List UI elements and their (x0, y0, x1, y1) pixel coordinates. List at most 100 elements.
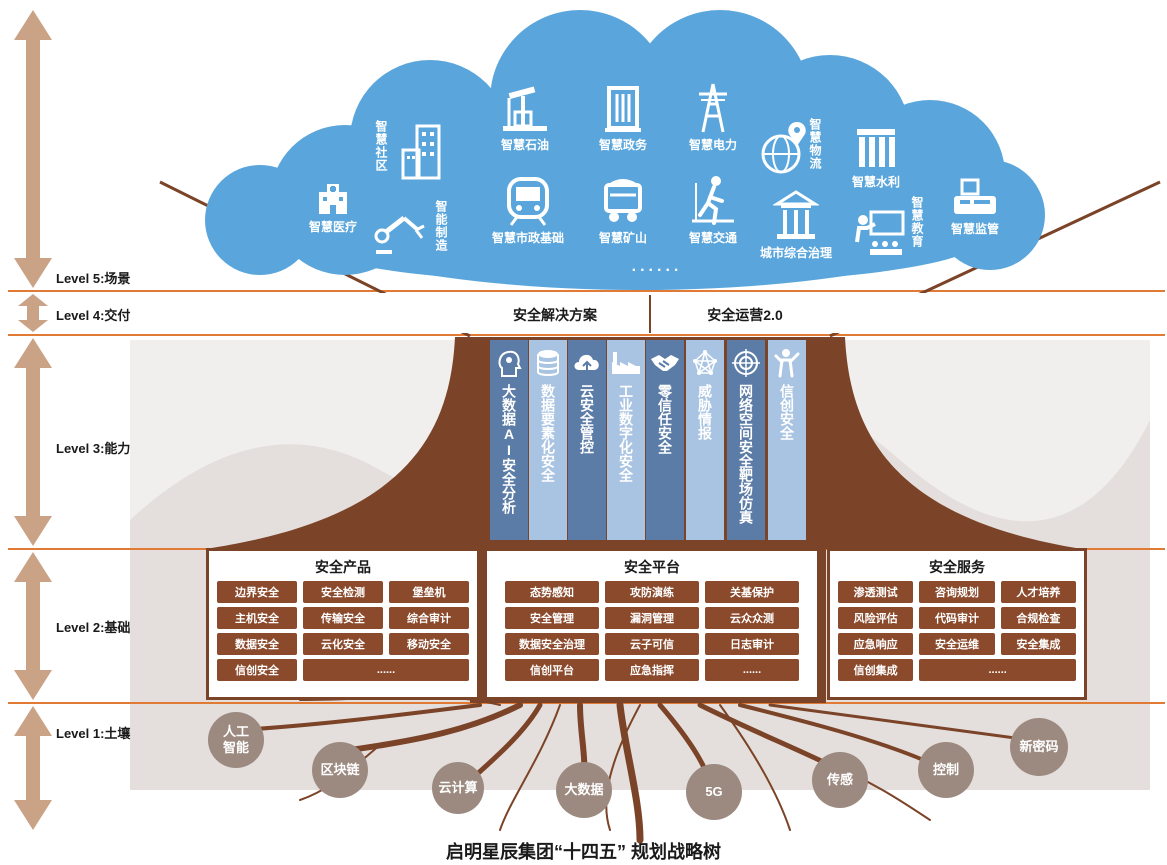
scenario-label: 智慧石油 (500, 138, 549, 152)
service-cell: 安全运维 (919, 633, 995, 655)
security-products-panel: 安全产品 边界安全 安全检测 堡垒机 主机安全 传输安全 综合审计 数据安全 云… (206, 548, 480, 700)
product-cell: 移动安全 (389, 633, 469, 655)
product-more-cell: ...... (303, 659, 469, 681)
platform-cell: 关基保护 (705, 581, 799, 603)
dam-icon (857, 129, 895, 167)
scenario-city-governance: 城市综合治理 (752, 190, 840, 261)
product-cell: 云化安全 (303, 633, 383, 655)
root-new-cryptography: 新密码 (1010, 718, 1068, 776)
capability-label: 零信任安全 (657, 384, 673, 454)
panel-title: 安全产品 (315, 559, 371, 575)
scenario-water: 智慧水利 (845, 125, 907, 190)
hospital-icon (319, 184, 347, 214)
power-tower-icon (699, 83, 727, 133)
capability-column: 云安全管控 (568, 340, 606, 540)
level-scale-arrows (14, 10, 52, 830)
services-grid: 渗透测试 咨询规划 人才培养 风险评估 代码审计 合规检查 应急响应 安全运维 … (838, 581, 1076, 681)
scenario-manufacturing (370, 200, 430, 262)
arrow-level2 (14, 552, 52, 700)
panel-title: 安全服务 (929, 559, 985, 575)
service-cell: 安全集成 (1000, 633, 1076, 655)
ai-head-icon (498, 350, 522, 377)
capability-label: 数据要素化安全 (540, 384, 556, 482)
service-cell: 咨询规划 (919, 581, 995, 603)
capability-column: 大数据AI安全分析 (490, 340, 528, 540)
diagram-caption: 启明星辰集团“十四五” 规划战略树 (446, 842, 721, 862)
product-cell: 堡垒机 (389, 581, 469, 603)
service-cell: 合规检查 (1000, 607, 1076, 629)
globe-location-icon (761, 122, 806, 174)
person-icon (774, 349, 800, 378)
security-services-panel: 安全服务 渗透测试 咨询规划 人才培养 风险评估 代码审计 合规检查 应急响应 … (827, 548, 1087, 700)
service-more-cell: ...... (919, 659, 1076, 681)
scenario-supervision: 智慧监管 (940, 178, 1010, 237)
product-cell: 数据安全 (217, 633, 297, 655)
arrow-level3 (14, 338, 52, 546)
security-platform-panel: 安全平台 态势感知 攻防演练 关基保护 安全管理 漏洞管理 云众众测 数据安全治… (484, 548, 820, 700)
product-cell: 传输安全 (303, 607, 383, 629)
network-icon (693, 350, 717, 375)
capability-column: 信创安全 (768, 340, 806, 540)
factory-icon (612, 352, 640, 374)
capability-column: 数据要素化安全 (529, 340, 567, 540)
platform-cell: 信创平台 (505, 659, 599, 681)
arrow-level4 (18, 294, 48, 332)
capability-column: 零信任安全 (646, 340, 684, 540)
platform-cell: 数据安全治理 (505, 633, 599, 655)
root-sensing: 传感 (812, 752, 868, 808)
root-cloud-computing: 云计算 (432, 762, 484, 814)
platform-more-cell: ...... (705, 659, 799, 681)
scenario-oil: 智慧石油 (490, 82, 560, 153)
scenario-label: 智慧政务 (598, 138, 647, 152)
scenario-education-label: 智慧教育 (910, 196, 924, 248)
products-grid: 边界安全 安全检测 堡垒机 主机安全 传输安全 综合审计 数据安全 云化安全 移… (217, 581, 469, 681)
platform-cell: 态势感知 (505, 581, 599, 603)
mine-cart-icon (604, 179, 642, 222)
platform-cell: 云子可信 (605, 633, 699, 655)
capability-column: 威胁情报 (686, 340, 724, 540)
platform-cell: 安全管理 (505, 607, 599, 629)
capability-label: 网络空间安全靶场仿真 (738, 384, 754, 524)
scenario-label: 智慧监管 (950, 222, 999, 236)
scenario-logistics-label: 智慧物流 (808, 118, 822, 170)
delivery-operations: 安全运营2.0 (707, 307, 783, 323)
arrow-level5 (14, 10, 52, 288)
service-cell: 应急响应 (838, 633, 914, 655)
pedestrian-icon (692, 176, 734, 225)
root-blockchain: 区块链 (312, 742, 368, 798)
scenario-label: 智慧市政基础 (491, 231, 564, 245)
scenario-municipal: 智慧市政基础 (483, 175, 573, 246)
scenario-label: 智慧矿山 (598, 231, 647, 245)
scenario-label: 城市综合治理 (759, 246, 832, 260)
product-cell: 边界安全 (217, 581, 297, 603)
city-hall-icon (773, 190, 819, 239)
government-building-icon (605, 86, 641, 132)
delivery-solutions: 安全解决方案 (513, 307, 597, 323)
scenario-medical: 智慧医疗 (298, 180, 368, 235)
service-cell: 渗透测试 (838, 581, 914, 603)
robot-arm-icon (374, 216, 425, 254)
root-control: 控制 (918, 742, 974, 798)
platform-grid: 态势感知 攻防演练 关基保护 安全管理 漏洞管理 云众众测 数据安全治理 云子可… (505, 581, 799, 681)
level-3-label: Level 3:能力 (56, 441, 131, 456)
product-cell: 安全检测 (303, 581, 383, 603)
target-globe-icon (732, 349, 760, 377)
scenario-manufacturing-label: 智能制造 (434, 200, 448, 252)
subway-train-icon (507, 177, 549, 226)
scenario-label: 智慧电力 (688, 138, 737, 152)
product-cell: 综合审计 (389, 607, 469, 629)
level-5-label: Level 5:场景 (56, 271, 131, 286)
root-ai: 人工智能 (208, 712, 264, 768)
scenario-government: 智慧政务 (588, 82, 658, 153)
level-4-label: Level 4:交付 (56, 308, 131, 323)
service-cell: 信创集成 (838, 659, 914, 681)
teacher-icon (855, 210, 905, 255)
handshake-icon (651, 355, 679, 371)
community-icon (401, 124, 441, 180)
capability-label: 工业数字化安全 (618, 384, 634, 482)
level-separator-lines (8, 290, 1165, 704)
scenario-logistics (758, 120, 810, 178)
product-cell: 信创安全 (217, 659, 297, 681)
capability-label: 信创安全 (779, 384, 795, 440)
scenario-community (395, 120, 455, 182)
